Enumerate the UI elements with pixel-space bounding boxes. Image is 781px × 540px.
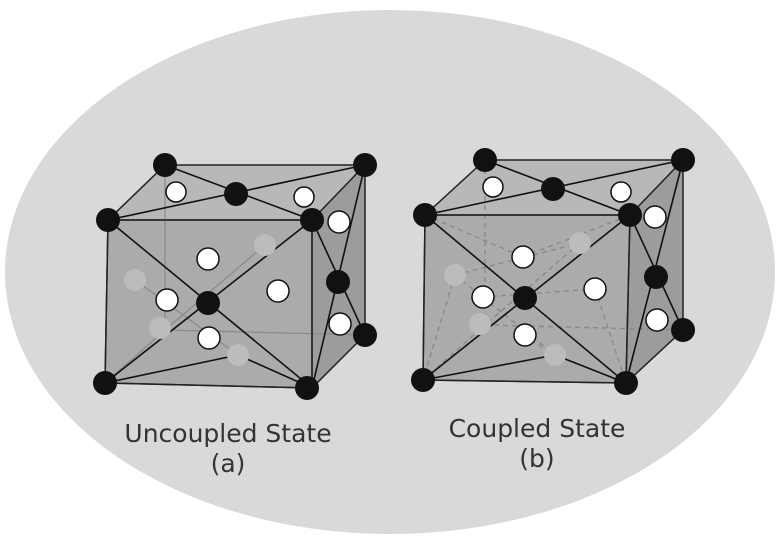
black-atom: [513, 286, 537, 310]
black-atom: [93, 371, 117, 395]
hidden-atom: [544, 344, 566, 366]
hidden-atom: [149, 317, 171, 339]
white-atom: [643, 205, 667, 229]
white-atom: [645, 308, 669, 332]
black-atom: [295, 376, 319, 400]
black-atom: [411, 368, 435, 392]
hidden-atom: [444, 264, 466, 286]
white-atom: [482, 176, 504, 198]
background-ellipse: [5, 10, 775, 534]
white-atom: [583, 277, 607, 301]
white-atom: [471, 285, 495, 309]
black-atom: [614, 371, 638, 395]
black-atom: [196, 291, 220, 315]
black-atom: [153, 153, 177, 177]
black-atom: [671, 148, 695, 172]
white-atom: [511, 245, 535, 269]
white-atom: [328, 312, 352, 336]
white-atom: [610, 181, 632, 203]
black-atom: [618, 203, 642, 227]
hidden-atom: [227, 344, 249, 366]
hidden-atom: [469, 313, 491, 335]
white-atom: [293, 186, 315, 208]
white-atom: [197, 326, 221, 350]
black-atom: [353, 323, 377, 347]
hidden-atom: [124, 269, 146, 291]
black-atom: [671, 318, 695, 342]
black-atom: [96, 208, 120, 232]
white-atom: [165, 181, 187, 203]
panel-b-title: Coupled State: [449, 414, 626, 443]
white-atom: [266, 279, 290, 303]
hidden-atom: [254, 234, 276, 256]
panel-b-cube: [411, 148, 695, 395]
black-atom: [541, 177, 565, 201]
white-atom: [513, 323, 537, 347]
black-atom: [644, 265, 668, 289]
black-atom: [353, 153, 377, 177]
white-atom: [196, 247, 220, 271]
hidden-atom: [569, 232, 591, 254]
panel-a-cube: [93, 153, 377, 400]
panel-a-label: (a): [211, 449, 246, 478]
panel-b-label: (b): [519, 444, 554, 473]
black-atom: [224, 182, 248, 206]
black-atom: [326, 270, 350, 294]
black-atom: [300, 208, 324, 232]
black-atom: [473, 148, 497, 172]
black-atom: [413, 203, 437, 227]
panel-a-title: Uncoupled State: [124, 419, 331, 448]
white-atom: [155, 288, 179, 312]
white-atom: [327, 210, 351, 234]
